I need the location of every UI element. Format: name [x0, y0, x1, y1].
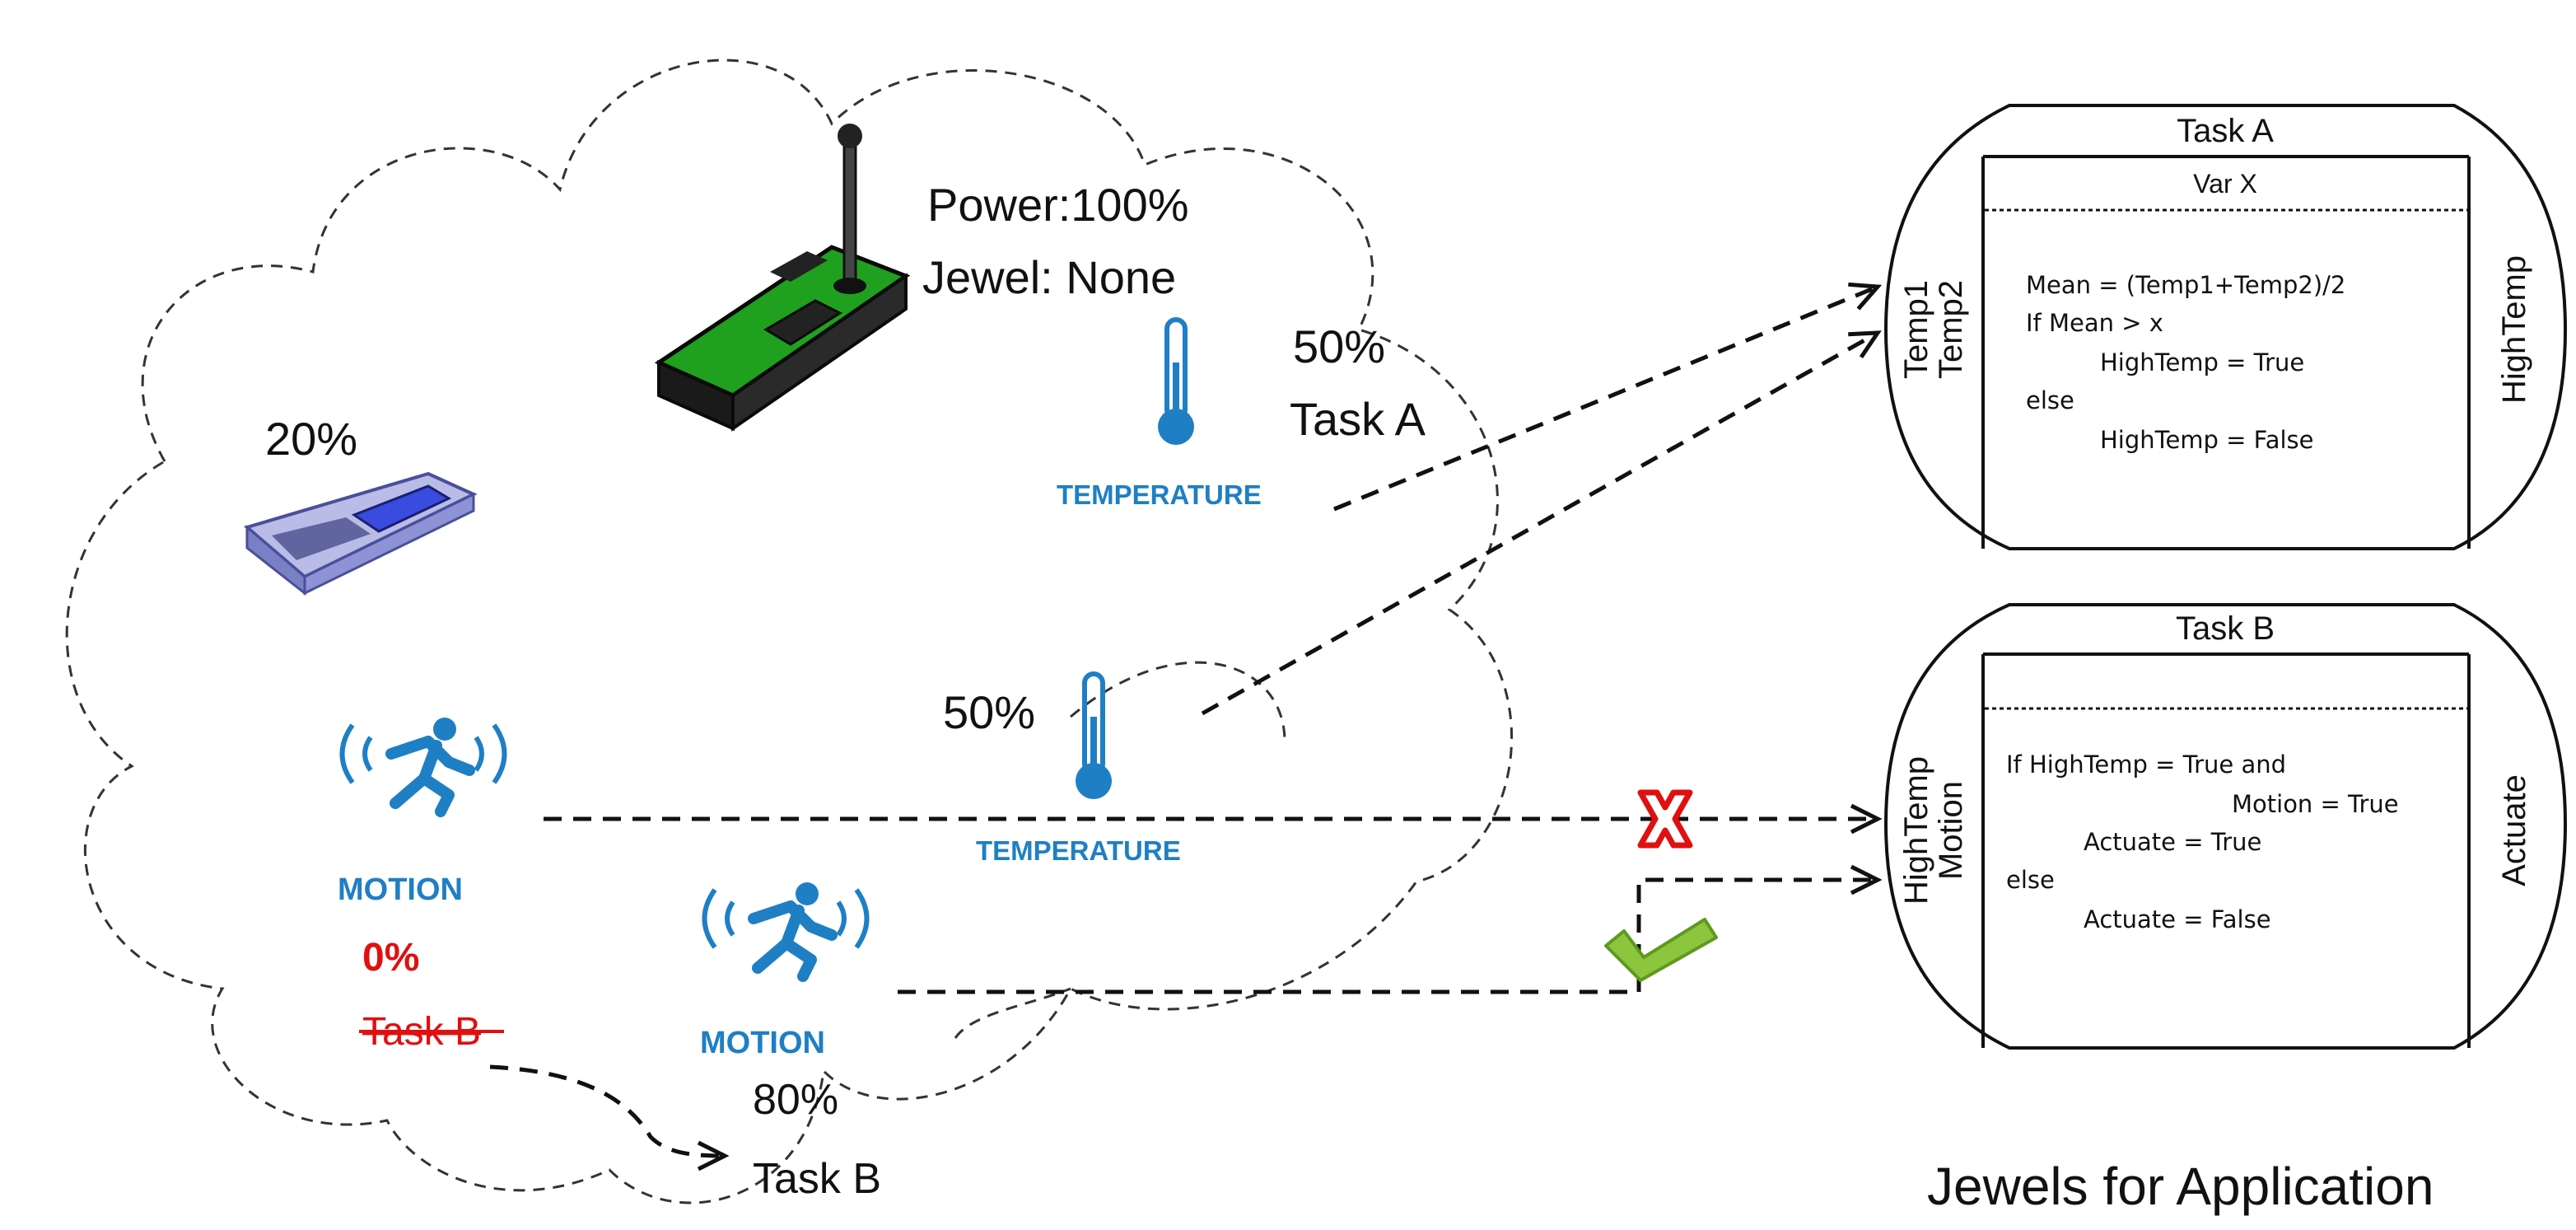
task-a-code-line: HighTemp = True — [2100, 348, 2304, 376]
task-a-code-line: HighTemp = False — [2100, 426, 2313, 454]
arrow-temp2-to-taskA — [1201, 330, 1882, 716]
task-a-var: Var X — [2193, 169, 2257, 199]
motion-label: MOTION — [338, 872, 463, 907]
thermometer-icon — [1158, 317, 1194, 445]
motion1-percent: 0% — [362, 936, 419, 980]
task-a-input-temp2: Temp2 — [1933, 280, 1969, 379]
task-a-title: Task A — [2177, 113, 2274, 149]
motion2-percent: 80% — [753, 1076, 838, 1124]
motion2-task: Task B — [753, 1155, 881, 1203]
success-check-icon — [1604, 918, 1718, 982]
temp1-percent: 50% — [1293, 320, 1385, 372]
arrow-temp1-to-taskA — [1333, 282, 1883, 512]
task-b-title: Task B — [2176, 610, 2275, 647]
fail-x-icon — [1637, 789, 1693, 849]
task-b-code-line: Actuate = True — [2084, 828, 2261, 856]
node-power-text: Power:100% — [927, 179, 1189, 231]
phone-percent: 20% — [265, 413, 357, 465]
task-b-jewel: Task B HighTemp Motion Actuate If HighTe… — [1883, 603, 2568, 1050]
motion-sensor-icon — [702, 882, 870, 982]
task-a-code-line: If Mean > x — [2026, 309, 2163, 337]
arrow-motion2-to-taskB — [898, 864, 1883, 994]
mobile-phone-icon — [243, 471, 478, 596]
task-b-code-line: else — [2006, 866, 2055, 894]
caption: Jewels for Application — [1927, 1157, 2434, 1216]
temp2-percent: 50% — [943, 686, 1035, 738]
task-a-code-line: else — [2026, 386, 2074, 414]
motion-sensor-icon — [339, 718, 507, 817]
temp1-task: Task A — [1290, 393, 1426, 445]
task-b-code-line: If HighTemp = True and — [2006, 751, 2286, 779]
motion-label: MOTION — [700, 1026, 825, 1060]
sensor-cloud — [65, 58, 1514, 1204]
task-a-jewel: Task A Var X Temp1 Temp2 HighTemp Mean =… — [1883, 104, 2568, 550]
task-b-code-line: Actuate = False — [2084, 905, 2271, 933]
task-b-output: Actuate — [2496, 774, 2532, 886]
task-a-code-line: Mean = (Temp1+Temp2)/2 — [2026, 271, 2345, 299]
task-b-input-motion: Motion — [1933, 781, 1969, 880]
reassign-arrow — [489, 1064, 730, 1172]
task-b-input-hightemp: HighTemp — [1898, 756, 1934, 905]
task-a-input-temp1: Temp1 — [1898, 280, 1934, 379]
temperature-label: TEMPERATURE — [1057, 479, 1262, 510]
task-a-output: HighTemp — [2496, 255, 2532, 404]
sensor-node-icon — [654, 124, 911, 432]
temperature-label: TEMPERATURE — [976, 835, 1181, 866]
thermometer-icon — [1076, 671, 1112, 799]
node-jewel-text: Jewel: None — [922, 251, 1176, 303]
task-b-code-line: Motion = True — [2232, 790, 2399, 818]
